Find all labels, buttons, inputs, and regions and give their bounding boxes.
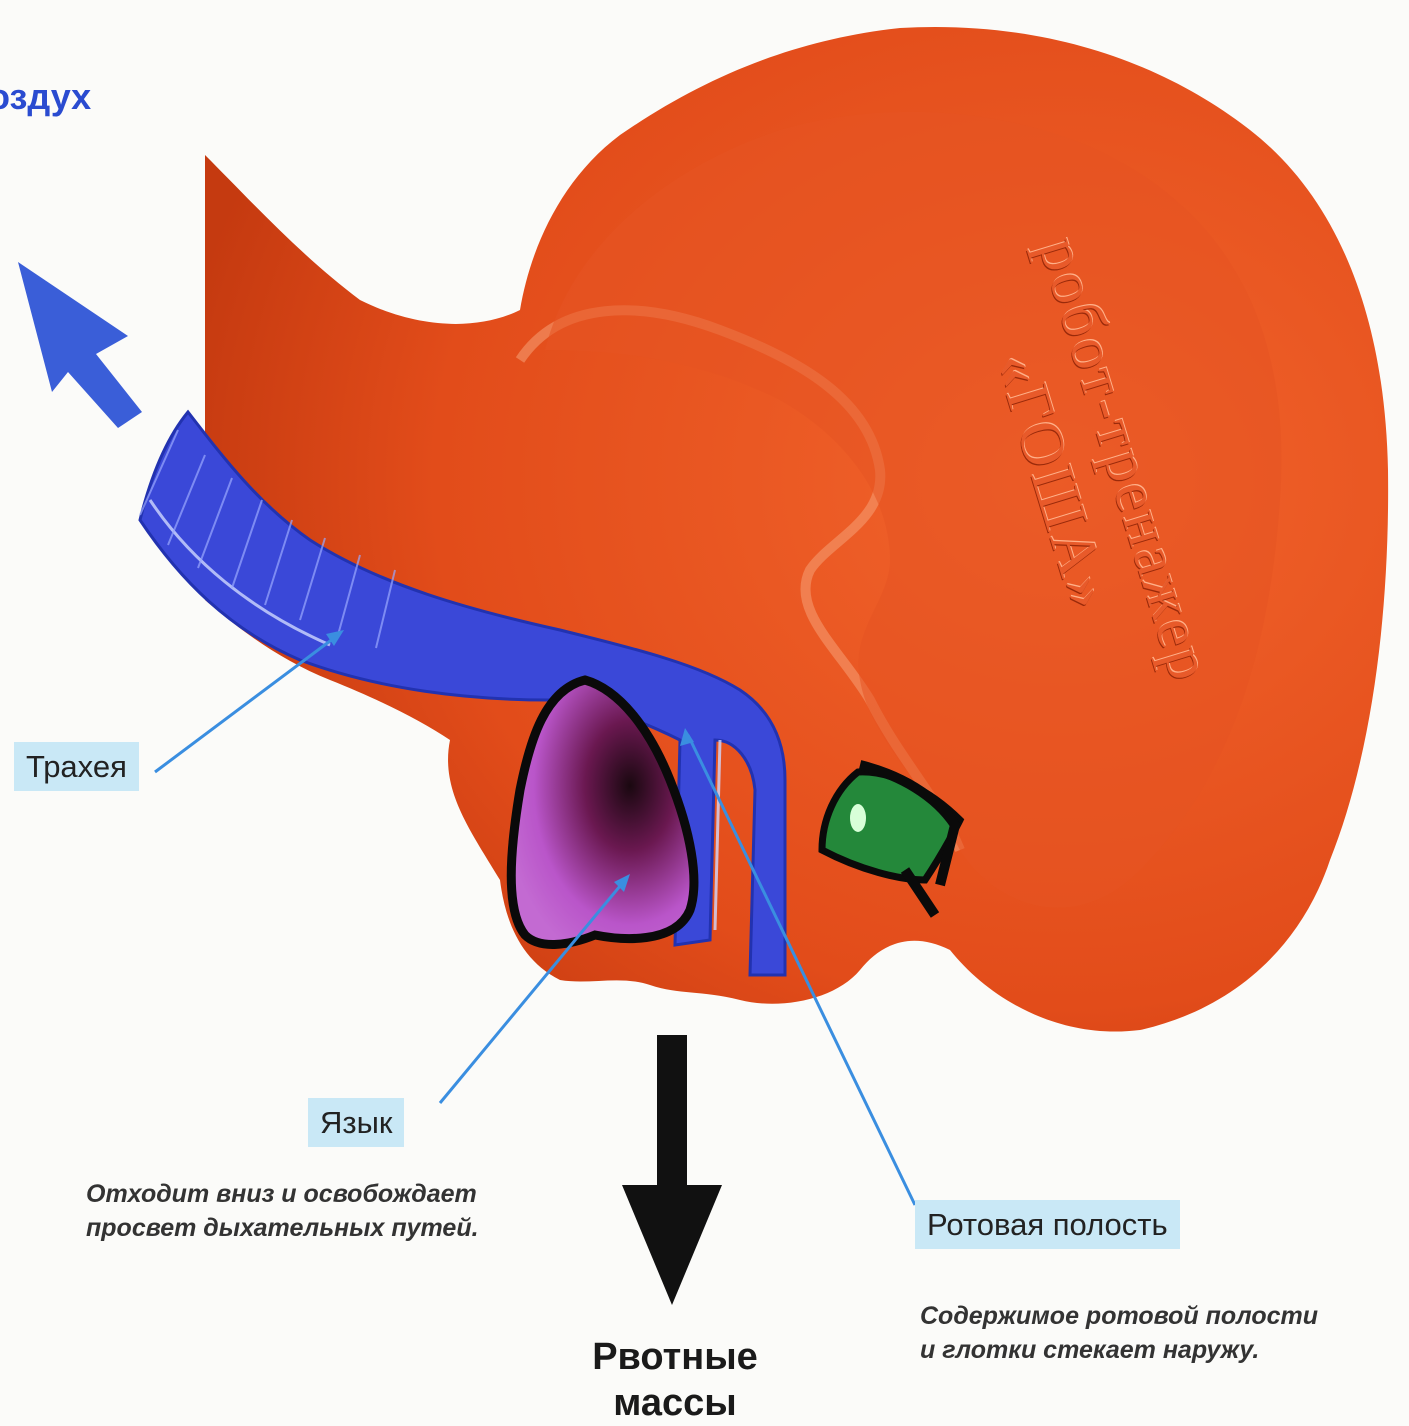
vomit-label: Рвотные массы	[555, 1335, 795, 1426]
oral-cavity-label: Ротовая полость	[915, 1200, 1180, 1249]
tongue-note: Отходит вниз и освобождает просвет дыхат…	[86, 1178, 479, 1246]
tongue-note-line-2: просвет дыхательных путей.	[86, 1212, 479, 1246]
oral-cavity-note-line-2: и глотки стекает наружу.	[920, 1334, 1318, 1368]
vomit-label-line-2: массы	[555, 1381, 795, 1426]
oral-cavity-note-line-1: Содержимое ротовой полости	[920, 1300, 1318, 1334]
vomit-label-line-1: Рвотные	[555, 1335, 795, 1381]
eye-highlight	[850, 804, 866, 832]
trachea-label: Трахея	[14, 742, 139, 791]
air-label: оздух	[0, 76, 91, 118]
air-arrow	[18, 262, 142, 428]
tongue-note-line-1: Отходит вниз и освобождает	[86, 1178, 479, 1212]
tongue-label: Язык	[308, 1098, 404, 1147]
vomit-arrow	[622, 1035, 722, 1305]
trachea-leader	[155, 635, 338, 772]
oral-cavity-note: Содержимое ротовой полости и глотки стек…	[920, 1300, 1318, 1368]
